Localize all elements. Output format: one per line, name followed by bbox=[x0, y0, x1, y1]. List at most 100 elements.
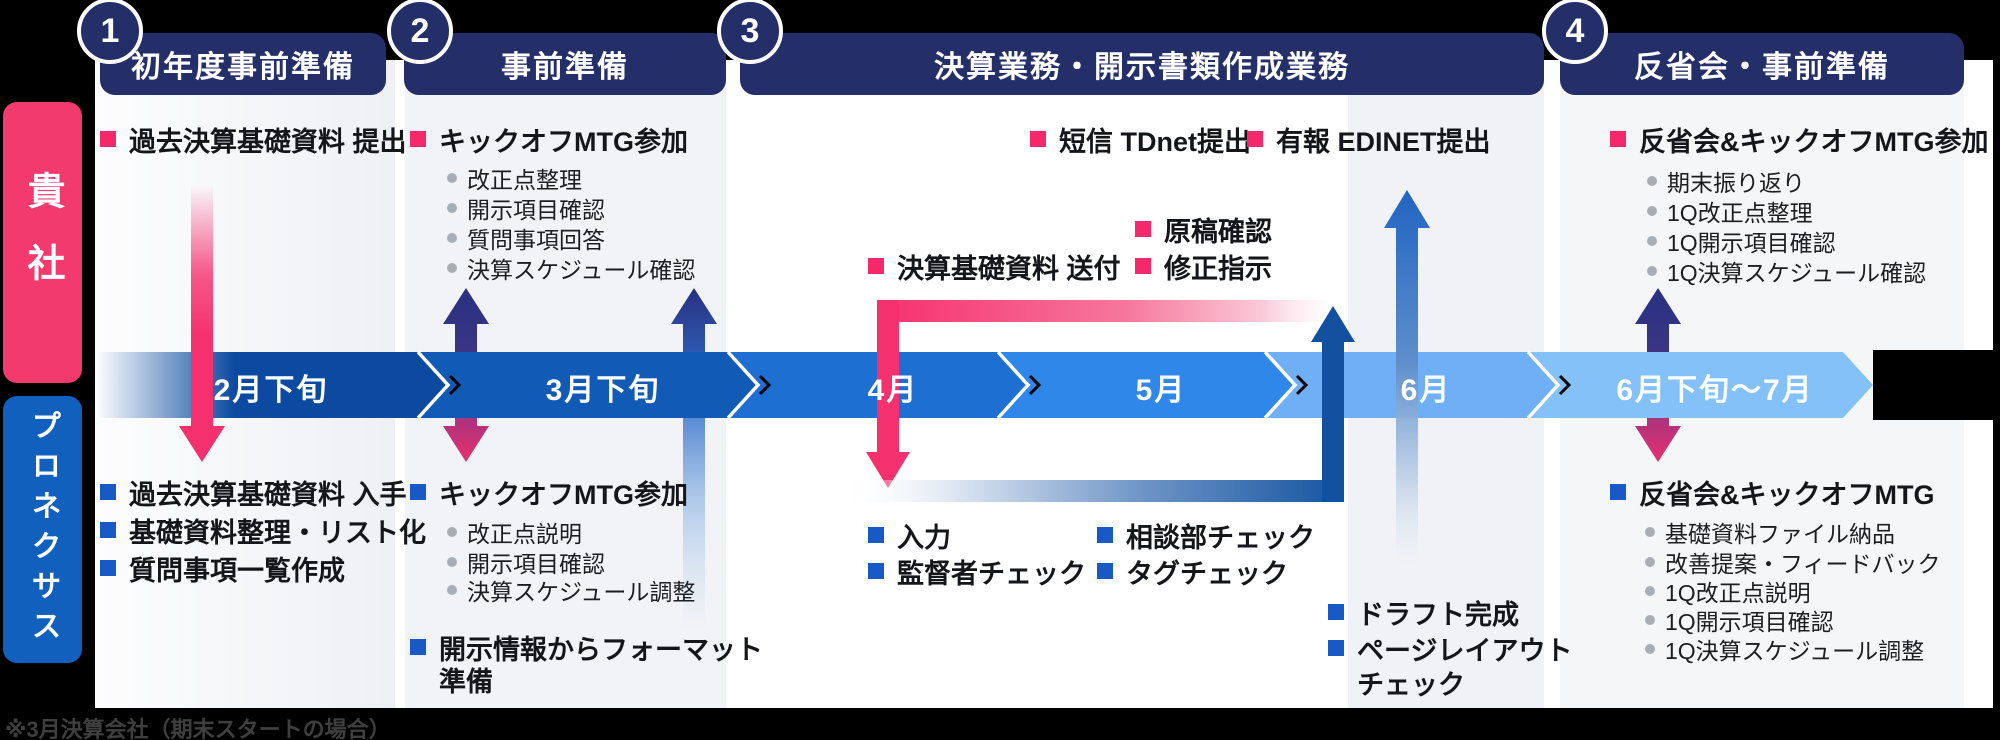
bullet-square-blue-icon bbox=[1328, 640, 1344, 656]
task-label: 原稿確認 bbox=[1164, 216, 1272, 247]
task-label: キックオフMTG参加 bbox=[439, 479, 688, 510]
timeline-segment bbox=[1528, 352, 1873, 418]
task-label: 開示情報からフォーマット bbox=[439, 634, 763, 665]
task-item: キックオフMTG参加 bbox=[410, 476, 688, 510]
phase4-number: 4 bbox=[1565, 11, 1585, 50]
task-label: 1Q改正点説明 bbox=[1665, 580, 1811, 606]
timeline-segment bbox=[418, 352, 758, 418]
phase2-number: 2 bbox=[410, 11, 430, 50]
blue-flow-vertical bbox=[1322, 340, 1344, 502]
bullet-dot-icon bbox=[447, 203, 457, 213]
phase1-number-badge: 1 bbox=[77, 0, 143, 64]
task-label: 1Q決算スケジュール調整 bbox=[1665, 638, 1925, 664]
task-subitem: 改善提案・フィードバック bbox=[1645, 546, 1941, 578]
task-subitem: 質問事項回答 bbox=[447, 222, 605, 254]
bullet-square-pink-icon bbox=[868, 258, 884, 274]
blue-flow-arrowhead bbox=[1311, 306, 1355, 342]
up-arrow-phase2-right bbox=[671, 288, 717, 630]
phase2-number-badge: 2 bbox=[387, 0, 453, 64]
bullet-square-blue-icon bbox=[868, 563, 884, 579]
task-subitem: 1Q開示項目確認 bbox=[1645, 604, 1834, 636]
task-label: 決算スケジュール調整 bbox=[467, 579, 696, 605]
phase1-header: 初年度事前準備 bbox=[100, 33, 386, 95]
bullet-square-pink-icon bbox=[1135, 221, 1151, 237]
chevron-tick-icon bbox=[1295, 374, 1309, 396]
task-subitem: 開示項目確認 bbox=[447, 546, 605, 578]
task-item: 過去決算基礎資料 入手 bbox=[100, 476, 407, 510]
bullet-dot-icon bbox=[447, 557, 457, 567]
chevron-tick-icon bbox=[1028, 374, 1042, 396]
task-subitem: 1Q改正点説明 bbox=[1645, 575, 1811, 607]
task-subitem: 1Q開示項目確認 bbox=[1647, 225, 1836, 257]
pink-flow-arrowhead bbox=[866, 452, 910, 488]
task-label: 基礎資料ファイル納品 bbox=[1665, 521, 1895, 547]
task-subitem: 決算スケジュール確認 bbox=[447, 252, 695, 284]
bullet-square-blue-icon bbox=[1328, 604, 1344, 620]
task-label: 相談部チェック bbox=[1126, 522, 1315, 553]
task-label: 1Q決算スケジュール確認 bbox=[1667, 260, 1927, 286]
chevron-separator bbox=[1263, 350, 1298, 420]
task-item: 監督者チェック bbox=[868, 555, 1086, 589]
task-item: 有報 EDINET提出 bbox=[1247, 123, 1491, 157]
phase3-number-badge: 3 bbox=[717, 0, 783, 64]
chevron-tick-icon bbox=[448, 374, 462, 396]
task-label: キックオフMTG参加 bbox=[439, 126, 688, 157]
task-label: 開示項目確認 bbox=[467, 197, 605, 223]
month-label: 5月 bbox=[1135, 374, 1187, 407]
task-item: 開示情報からフォーマット bbox=[410, 631, 763, 665]
phase3-title: 決算業務・開示書類作成業務 bbox=[934, 51, 1350, 84]
chevron-tick-icon bbox=[1558, 374, 1572, 396]
task-item: 修正指示 bbox=[1135, 250, 1272, 284]
task-item: ドラフト完成 bbox=[1328, 596, 1519, 630]
task-item: 決算基礎資料 送付 bbox=[868, 250, 1121, 284]
bullet-dot-icon bbox=[1645, 557, 1655, 567]
bullet-square-pink-icon bbox=[1135, 258, 1151, 274]
month-label: 2月下旬 bbox=[213, 374, 329, 407]
phase4-number-badge: 4 bbox=[1542, 0, 1608, 64]
month-label: 4月 bbox=[867, 374, 919, 407]
up-arrow-edinet bbox=[1384, 190, 1430, 575]
bullet-dot-icon bbox=[1645, 615, 1655, 625]
task-label: 開示項目確認 bbox=[467, 551, 605, 577]
task-label: 基礎資料整理・リスト化 bbox=[129, 517, 426, 548]
task-label: 反省会&キックオフMTG参加 bbox=[1639, 126, 1989, 157]
bullet-square-blue-icon bbox=[100, 484, 116, 500]
footer-note: ※3月決算会社（期末スタートの場合） bbox=[5, 717, 391, 740]
bullet-square-pink-icon bbox=[1030, 131, 1046, 147]
bullet-square-blue-icon bbox=[1097, 563, 1113, 579]
task-subitem: 基礎資料ファイル納品 bbox=[1645, 516, 1895, 548]
bullet-square-pink-icon bbox=[1610, 131, 1626, 147]
task-subitem: 1Q決算スケジュール確認 bbox=[1647, 255, 1926, 287]
task-label: 質問事項一覧作成 bbox=[129, 555, 345, 586]
bullet-dot-icon bbox=[447, 527, 457, 537]
pink-flow-horizontal bbox=[877, 300, 1330, 322]
bullet-square-pink-icon bbox=[410, 131, 426, 147]
down-arrow-phase1 bbox=[179, 185, 225, 462]
bullet-square-blue-icon bbox=[1097, 527, 1113, 543]
bullet-square-blue-icon bbox=[100, 522, 116, 538]
task-subitem: 改正点整理 bbox=[447, 162, 582, 194]
task-label: 決算スケジュール確認 bbox=[467, 257, 696, 283]
bullet-square-blue-icon bbox=[1610, 484, 1626, 500]
task-item: 入力 bbox=[868, 519, 951, 553]
task-label: 過去決算基礎資料 入手 bbox=[129, 479, 407, 510]
bullet-dot-icon bbox=[447, 585, 457, 595]
bullet-dot-icon bbox=[1647, 266, 1657, 276]
bullet-dot-icon bbox=[1645, 586, 1655, 596]
task-item-continuation: 準備 bbox=[439, 663, 493, 697]
month-label: 3月下旬 bbox=[545, 374, 661, 407]
bullet-dot-icon bbox=[1647, 176, 1657, 186]
task-label: ページレイアウト bbox=[1357, 635, 1573, 666]
bullet-square-blue-icon bbox=[100, 560, 116, 576]
pink-flow-vertical bbox=[877, 300, 899, 452]
bullet-square-blue-icon bbox=[868, 527, 884, 543]
phase3-header: 決算業務・開示書類作成業務 bbox=[740, 33, 1544, 95]
bullet-square-blue-icon bbox=[410, 639, 426, 655]
task-item: タグチェック bbox=[1097, 555, 1288, 589]
chevron-separator bbox=[416, 350, 451, 420]
task-item: 原稿確認 bbox=[1135, 213, 1272, 247]
actor-company-label: 貴社 bbox=[3, 102, 82, 383]
task-subitem: 1Q改正点整理 bbox=[1647, 195, 1813, 227]
